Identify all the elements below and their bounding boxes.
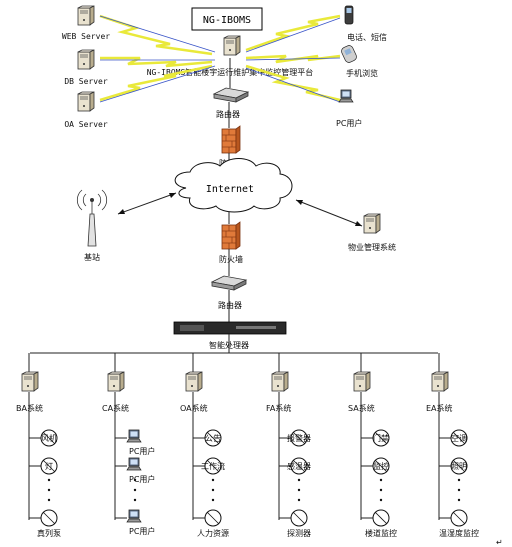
subsystem-item-label: 工作流 [201,461,225,471]
wireless-link-pc [245,64,341,102]
pc-user-icon [126,509,142,523]
phone-icon [344,5,354,25]
bottom-firewall-label: 防火墙 [219,254,243,264]
subsystem-item-label: 感温器 [287,461,311,471]
mobile-browse-label: 手机浏览 [346,68,378,78]
wireless-link-db [100,56,213,68]
subsystem-item-label: 灯 [45,461,53,471]
subsystem-item-label: 温湿度监控 [439,528,479,538]
top-router-label: 路由器 [216,109,240,119]
subsystem-name: CA系统 [102,403,129,413]
subsystem-row: BA系统风机灯真列泵CA系统PC用户PC用户PC用户OA系统公告工作流人力资源F… [16,353,479,538]
processor-icon [173,321,287,335]
wireless-link-oa [99,64,213,102]
subsystem-item-label: 探测器 [287,528,311,538]
oa-server-label: OA Server [64,120,108,129]
ng-iboms-title: NG-IBOMS [203,15,251,26]
subsystem-name: OA系统 [180,403,208,413]
subsystem-server-icon [21,371,39,392]
subsystem-item-label: 风机 [41,433,57,443]
subsystem-server-icon [431,371,449,392]
subsystem-item-label: 空调 [451,433,467,443]
subsystem-item-label: 公告 [205,433,221,443]
subsystem-item-label: 楼道监控 [365,528,397,538]
top-firewall-icon [221,125,241,154]
bottom-router-icon [211,275,247,291]
pc-user-label: PC用户 [336,118,362,128]
subsystem-2: CA系统 PC用户 PC用户 PC用户 [102,353,155,536]
bottom-firewall-icon [221,221,241,250]
pc-user-icon [338,89,354,103]
ng-iboms-title-box [191,7,263,31]
subsystem-item-label: 真列泵 [37,528,61,538]
subsystem-server-icon [353,371,371,392]
db-server-label: DB Server [64,77,108,86]
subsystem-item-label: PC用户 [129,474,155,484]
web-server-label: WEB Server [62,32,110,41]
subsystem-item-label: 门禁 [373,433,389,443]
bottom-router-label: 路由器 [218,300,242,310]
subsystem-item-label: PC用户 [129,446,155,456]
subsystem-item-label: 报警器 [287,433,311,443]
subsystem-item-label: 照明 [451,462,467,471]
web-server-icon [77,5,95,26]
internet-label: Internet [206,184,254,195]
wireless-link-web [99,14,213,56]
internet-cloud [174,158,293,213]
subsystem-item-label: 监控 [373,461,389,471]
pc-user-icon [126,429,142,443]
phone-sms-label: 电话、短信 [347,32,387,42]
subsystem-item-label: PC用户 [129,526,155,536]
pc-user-icon [126,457,142,471]
top-router-icon [213,87,249,103]
property-system-label: 物业管理系统 [348,242,396,252]
return-mark-icon: ↵ [496,538,503,547]
subsystem-server-icon [185,371,203,392]
subsystem-server-icon [107,371,125,392]
wireless-link-phone [245,14,341,52]
oa-server-icon [77,91,95,112]
base-station-icon [76,189,108,247]
subsystem-item-label: 人力资源 [197,528,229,538]
base-station-label: 基站 [84,252,100,262]
subsystem-server-icon [271,371,289,392]
db-server-icon [77,49,95,70]
mobile-phone-icon [341,45,357,63]
property-server-icon [363,213,381,234]
central-server-icon [223,35,241,56]
